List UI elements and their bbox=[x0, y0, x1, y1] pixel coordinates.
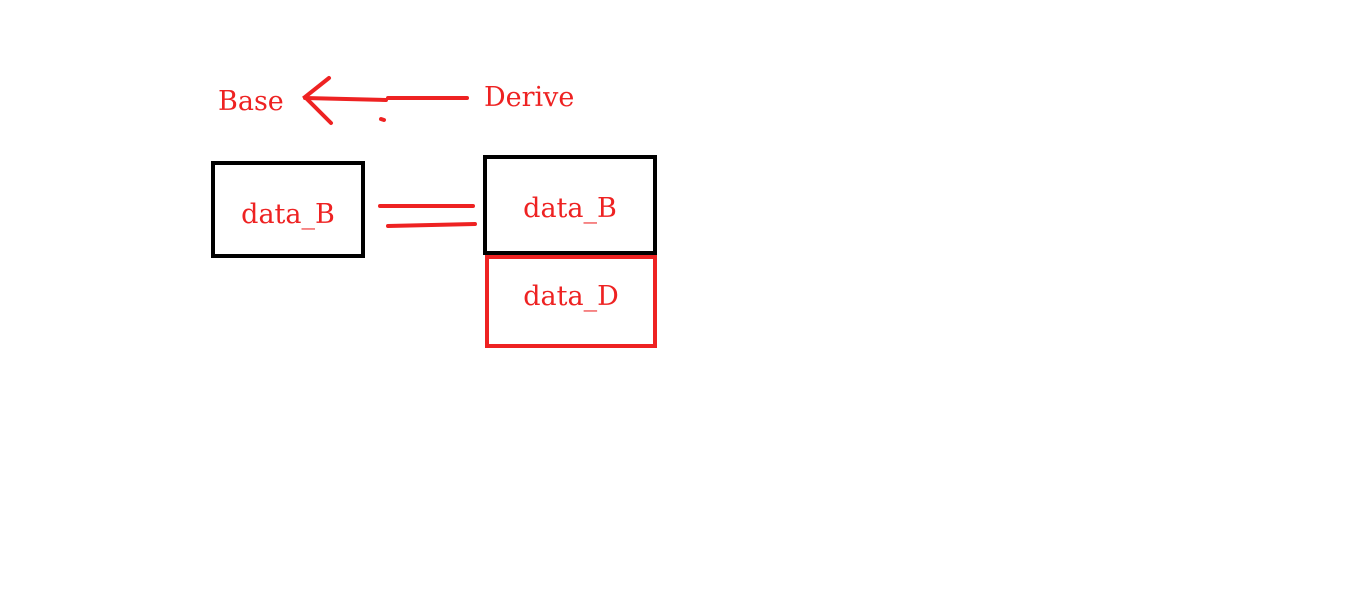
derived-data-b-field: data_B bbox=[523, 193, 617, 224]
equals-bottom-stroke bbox=[386, 222, 477, 228]
equals-sign-icon bbox=[378, 204, 477, 228]
derived-data-d-field: data_D bbox=[523, 281, 619, 312]
left-arrow-icon bbox=[301, 76, 469, 125]
derive-class-label: Derive bbox=[484, 82, 575, 113]
base-object-box: data_B bbox=[211, 161, 365, 258]
derived-base-part-box: data_B bbox=[483, 155, 657, 255]
stray-dot bbox=[379, 117, 386, 122]
derived-own-part-box: data_D bbox=[485, 255, 657, 348]
base-data-b-field: data_B bbox=[241, 199, 335, 230]
arrow-shaft-left bbox=[303, 96, 388, 102]
base-class-label: Base bbox=[218, 86, 284, 117]
